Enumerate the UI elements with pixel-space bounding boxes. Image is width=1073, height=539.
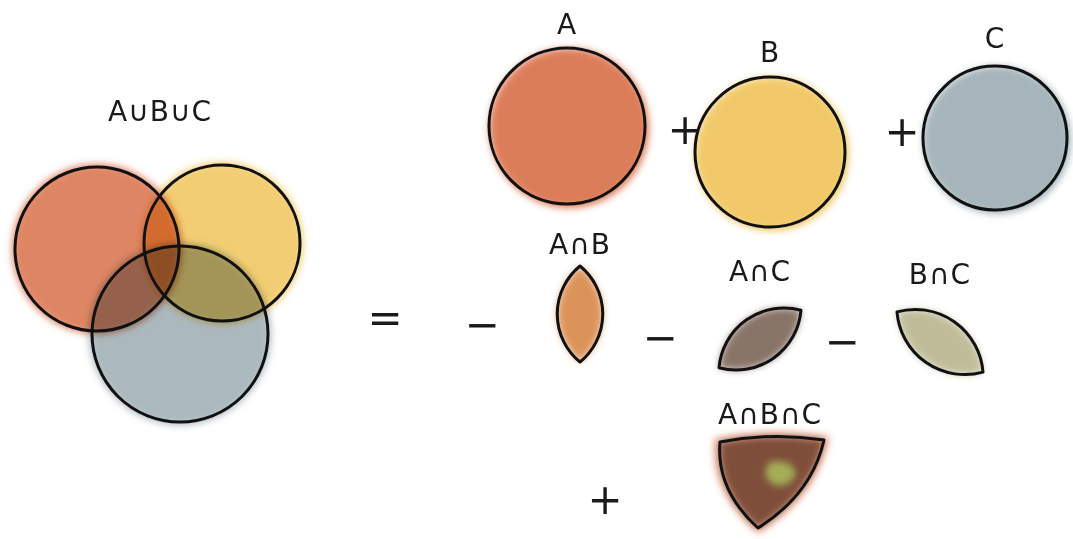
operator-sign: −	[464, 302, 499, 348]
watercolor-fill	[695, 77, 849, 231]
set-shape-graphic	[482, 42, 652, 208]
watercolor-fill	[883, 292, 997, 393]
set-shape-graphic	[540, 262, 620, 368]
watercolor-fill	[720, 436, 824, 528]
set-shape-graphic	[690, 70, 850, 232]
outline	[923, 66, 1067, 210]
set-shape: A	[482, 8, 652, 208]
watercolor-fill	[923, 66, 1071, 214]
outline	[706, 291, 815, 387]
set-label: A∪B∪C	[5, 95, 315, 129]
watercolor-fill	[557, 266, 603, 362]
outline	[883, 292, 997, 393]
set-shape: B∩C	[880, 258, 1000, 392]
outline	[92, 246, 268, 422]
set-shape: C	[920, 22, 1070, 216]
operator-sign: −	[824, 319, 859, 365]
set-label: A∩B	[540, 228, 620, 262]
set-label: B∩C	[880, 258, 1000, 292]
watercolor-fill	[89, 243, 271, 425]
outline	[489, 48, 645, 204]
set-shape: A∩C	[705, 255, 815, 389]
outline	[557, 266, 603, 362]
operator-sign: +	[587, 477, 622, 523]
watercolor-fill	[706, 291, 815, 387]
outline	[720, 436, 824, 528]
outline	[144, 165, 300, 321]
set-shape: B	[690, 36, 850, 232]
operator-sign: +	[884, 109, 919, 155]
venn-diagram: A∪B∪C	[5, 95, 315, 429]
watercolor-fill	[765, 461, 796, 485]
operator-sign: −	[642, 315, 677, 361]
watercolor-fill	[713, 431, 830, 534]
set-label: A∩B∩C	[700, 398, 840, 432]
operator-sign: +	[667, 107, 702, 153]
set-label: A∩C	[705, 255, 815, 289]
set-shape-graphic	[880, 292, 1000, 392]
outline	[695, 77, 845, 227]
set-label: A	[482, 8, 652, 42]
set-shape-graphic	[5, 129, 315, 429]
operator-sign: =	[367, 295, 402, 341]
set-shape-graphic	[705, 289, 815, 389]
set-shape: A∩B∩C	[700, 398, 840, 532]
set-shape-graphic	[700, 432, 840, 532]
watercolor-fill	[489, 48, 649, 208]
set-label: B	[690, 36, 850, 70]
set-shape: A∩B	[540, 228, 620, 368]
set-label: C	[920, 22, 1070, 56]
set-shape-graphic	[920, 56, 1070, 216]
